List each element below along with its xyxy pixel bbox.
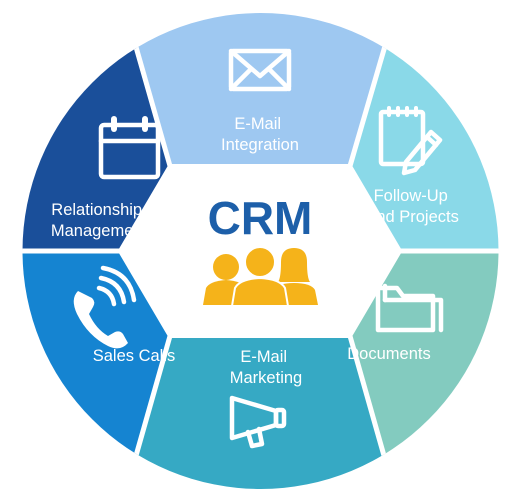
- follow-up-projects-label: Follow-Up and Projects: [367, 187, 459, 226]
- segment-email-marketing[interactable]: [122, 336, 398, 499]
- relationship-management-label: Relationship Management: [51, 201, 148, 240]
- follow-up-projects-label-line1: Follow-Up: [374, 187, 448, 205]
- envelope-icon: [228, 48, 292, 92]
- email-marketing-label-line2: Marketing: [230, 369, 302, 387]
- center-title: CRM: [208, 192, 313, 244]
- segment-email-integration[interactable]: [122, 0, 399, 166]
- email-integration-label-line2: Integration: [221, 136, 299, 154]
- notepad-pencil-icon: [378, 106, 443, 176]
- sales-calls-label: Sales Calls: [93, 347, 176, 365]
- relationship-management-label-line1: Relationship: [51, 201, 142, 219]
- email-integration-label: E-Mail Integration: [221, 115, 299, 154]
- people-group-icon: [203, 246, 318, 307]
- folder-icon: [375, 280, 444, 333]
- email-marketing-label: E-Mail Marketing: [230, 348, 302, 387]
- megaphone-icon: [229, 395, 287, 449]
- follow-up-projects-label-line2: and Projects: [367, 208, 459, 226]
- phone-icon: [73, 265, 137, 349]
- email-marketing-label-line1: E-Mail: [240, 348, 287, 366]
- email-integration-label-line1: E-Mail: [234, 115, 281, 133]
- relationship-management-label-line2: Management: [51, 222, 148, 240]
- documents-label: Documents: [347, 345, 430, 363]
- calendar-icon: [98, 116, 161, 180]
